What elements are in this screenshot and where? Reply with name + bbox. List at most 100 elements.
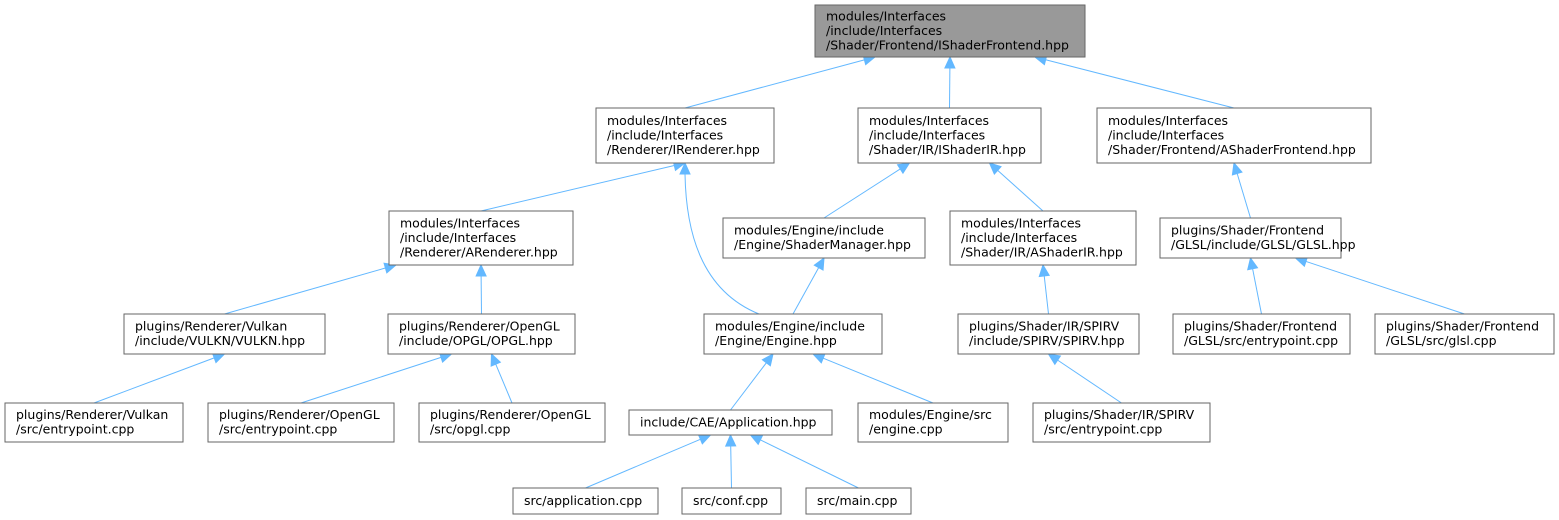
node-label-line: plugins/Renderer/OpenGL — [219, 407, 380, 422]
edge-vulkn-hpp-to-arenderer — [224, 262, 398, 315]
edge-ishaderir-to-ishaderfrontend — [944, 55, 956, 109]
node-label-line: plugins/Shader/Frontend — [1184, 319, 1337, 334]
node-arenderer[interactable]: modules/Interfaces/include/Interfaces/Re… — [388, 210, 574, 266]
edge-glsl-entry-to-glsl-hpp — [1247, 256, 1262, 315]
node-label-line: modules/Engine/include — [715, 319, 865, 334]
node-box — [1159, 217, 1342, 259]
node-label-line: plugins/Renderer/OpenGL — [399, 319, 560, 334]
node-label-line: /GLSL/include/GLSL/GLSL.hpp — [1171, 237, 1356, 252]
node-label-line: src/main.cpp — [817, 493, 897, 508]
edge-opgl-hpp-to-arenderer — [475, 263, 487, 315]
node-box — [123, 313, 326, 355]
node-ishaderfrontend: modules/Interfaces/include/Interfaces/Sh… — [814, 4, 1086, 58]
edge-engine-hpp-to-irenderer — [679, 161, 760, 315]
node-label-line: /Engine/ShaderManager.hpp — [734, 237, 911, 252]
node-label-line: /Renderer/ARenderer.hpp — [400, 244, 558, 259]
node-box — [857, 402, 1009, 443]
node-box — [418, 402, 606, 443]
edge-opgl-cpp-to-opgl-hpp — [490, 352, 513, 404]
edge-application-cpp-to-application-hpp — [585, 434, 712, 489]
node-label-line: /src/entrypoint.cpp — [1044, 422, 1162, 437]
node-label-line: modules/Interfaces — [1108, 113, 1228, 128]
node-label-line: plugins/Renderer/Vulkan — [135, 319, 287, 334]
node-box — [1096, 107, 1372, 164]
node-box — [207, 402, 395, 443]
node-box — [857, 107, 1042, 164]
node-label-line: /Shader/Frontend/IShaderFrontend.hpp — [826, 37, 1069, 52]
node-opgl-cpp[interactable]: plugins/Renderer/OpenGL/src/opgl.cpp — [418, 402, 606, 443]
edge-spirv-entry-to-spirv-hpp — [1047, 353, 1122, 404]
node-box — [628, 409, 833, 436]
node-conf-cpp[interactable]: src/conf.cpp — [681, 487, 782, 515]
node-label-line: modules/Interfaces — [826, 8, 946, 23]
node-spirv-entry[interactable]: plugins/Shader/IR/SPIRV/src/entrypoint.c… — [1032, 402, 1211, 443]
edge-spirv-hpp-to-ashaderir — [1038, 263, 1051, 315]
node-box — [805, 487, 912, 515]
node-box — [1032, 402, 1211, 443]
node-application-cpp[interactable]: src/application.cpp — [512, 487, 659, 515]
node-box — [1172, 313, 1351, 355]
node-label-line: /include/VULKN/VULKN.hpp — [135, 333, 305, 348]
node-glsl-entry[interactable]: plugins/Shader/Frontend/GLSL/src/entrypo… — [1172, 313, 1351, 355]
edge-main-cpp-to-application-hpp — [749, 434, 859, 489]
node-label-line: src/conf.cpp — [693, 493, 768, 508]
edge-glsl-cpp-to-glsl-hpp — [1294, 256, 1465, 315]
node-shadermanager[interactable]: modules/Engine/include/Engine/ShaderMana… — [722, 217, 926, 259]
node-engine-hpp[interactable]: modules/Engine/include/Engine/Engine.hpp — [703, 313, 883, 355]
node-label-line: src/application.cpp — [524, 493, 642, 508]
node-glsl-cpp[interactable]: plugins/Shader/Frontend/GLSL/src/glsl.cp… — [1374, 313, 1555, 355]
node-label-line: plugins/Shader/Frontend — [1386, 319, 1539, 334]
node-label-line: /GLSL/src/glsl.cpp — [1386, 333, 1497, 348]
node-opgl-hpp[interactable]: plugins/Renderer/OpenGL/include/OPGL/OPG… — [387, 313, 576, 355]
edge-ashaderir-to-ishaderir — [988, 162, 1044, 212]
node-box — [814, 4, 1086, 58]
edge-arenderer-to-irenderer — [480, 160, 687, 212]
node-label-line: modules/Interfaces — [961, 215, 1081, 230]
graph-nodes: modules/Interfaces/include/Interfaces/Sh… — [4, 4, 1555, 515]
node-main-cpp[interactable]: src/main.cpp — [805, 487, 912, 515]
node-label-line: /include/Interfaces — [826, 23, 942, 38]
node-label-line: /Shader/IR/AShaderIR.hpp — [961, 244, 1123, 259]
node-box — [512, 487, 659, 515]
node-vulkn-hpp[interactable]: plugins/Renderer/Vulkan/include/VULKN/VU… — [123, 313, 326, 355]
node-ishaderir[interactable]: modules/Interfaces/include/Interfaces/Sh… — [857, 107, 1042, 164]
node-label-line: plugins/Shader/IR/SPIRV — [969, 319, 1120, 334]
node-label-line: /include/Interfaces — [961, 230, 1077, 245]
node-spirv-hpp[interactable]: plugins/Shader/IR/SPIRV/include/SPIRV/SP… — [957, 313, 1140, 355]
node-box — [4, 402, 184, 443]
node-box — [1374, 313, 1555, 355]
node-label-line: plugins/Renderer/Vulkan — [16, 407, 168, 422]
node-label-line: /include/SPIRV/SPIRV.hpp — [969, 333, 1125, 348]
node-label-line: /src/entrypoint.cpp — [16, 422, 134, 437]
node-box — [388, 210, 574, 266]
node-label-line: /include/Interfaces — [400, 230, 516, 245]
edge-glsl-hpp-to-ashaderfrontend — [1231, 161, 1251, 219]
node-label-line: modules/Engine/include — [734, 223, 884, 238]
node-label-line: /include/Interfaces — [607, 127, 723, 142]
node-irenderer[interactable]: modules/Interfaces/include/Interfaces/Re… — [595, 107, 775, 164]
node-ashaderfrontend[interactable]: modules/Interfaces/include/Interfaces/Sh… — [1096, 107, 1372, 164]
node-label-line: /Shader/Frontend/AShaderFrontend.hpp — [1108, 142, 1356, 157]
node-label-line: modules/Interfaces — [400, 215, 520, 230]
edge-engine-cpp-to-engine-hpp — [811, 352, 934, 404]
node-glsl-hpp[interactable]: plugins/Shader/Frontend/GLSL/include/GLS… — [1159, 217, 1356, 259]
node-box — [595, 107, 775, 164]
node-box — [681, 487, 782, 515]
node-label-line: plugins/Shader/Frontend — [1171, 223, 1324, 238]
edge-application-hpp-to-engine-hpp — [730, 353, 774, 411]
node-ashaderir[interactable]: modules/Interfaces/include/Interfaces/Sh… — [949, 210, 1137, 266]
node-box — [722, 217, 926, 259]
node-label-line: modules/Interfaces — [607, 113, 727, 128]
node-label-line: plugins/Renderer/OpenGL — [430, 407, 591, 422]
node-label-line: /GLSL/src/entrypoint.cpp — [1184, 333, 1338, 348]
node-label-line: plugins/Shader/IR/SPIRV — [1044, 407, 1195, 422]
node-label-line: /src/opgl.cpp — [430, 422, 510, 437]
node-label-line: modules/Engine/src — [869, 407, 992, 422]
node-application-hpp[interactable]: include/CAE/Application.hpp — [628, 409, 833, 436]
node-vulkan-entry[interactable]: plugins/Renderer/Vulkan/src/entrypoint.c… — [4, 402, 184, 443]
node-label-line: /Renderer/IRenderer.hpp — [607, 142, 760, 157]
node-opengl-entry[interactable]: plugins/Renderer/OpenGL/src/entrypoint.c… — [207, 402, 395, 443]
node-engine-cpp[interactable]: modules/Engine/src/engine.cpp — [857, 402, 1009, 443]
node-box — [703, 313, 883, 355]
